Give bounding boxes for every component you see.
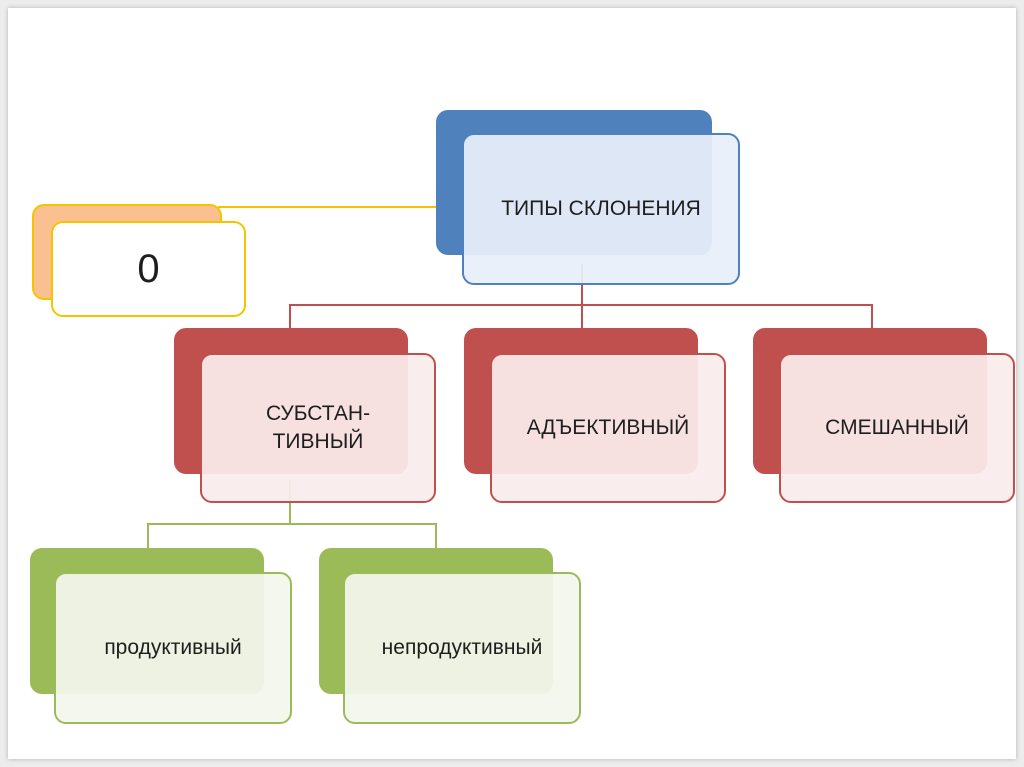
node-mixed-label: СМЕШАННЫЙ <box>825 415 969 439</box>
node-root: ТИПЫ СКЛОНЕНИЯ <box>436 110 748 287</box>
node-zero-label: 0 <box>137 247 160 291</box>
node-productive-label: продуктивный <box>104 635 242 659</box>
node-adjectival: АДЪЕКТИВНЫЙ <box>464 328 728 504</box>
node-unproductive: непродуктивный <box>319 548 585 724</box>
node-unproductive-box: непродуктивный <box>343 572 581 724</box>
node-mixed-box: СМЕШАННЫЙ <box>779 353 1015 503</box>
node-zero: 0 <box>32 204 252 320</box>
node-root-box: ТИПЫ СКЛОНЕНИЯ <box>462 133 740 285</box>
node-zero-box: 0 <box>51 221 246 317</box>
node-substantive: СУБСТАН- ТИВНЫЙ <box>174 328 438 504</box>
node-substantive-box: СУБСТАН- ТИВНЫЙ <box>200 353 436 503</box>
node-productive-box: продуктивный <box>54 572 292 724</box>
node-substantive-label: СУБСТАН- ТИВНЫЙ <box>265 401 371 453</box>
slide: ТИПЫ СКЛОНЕНИЯ 0 СУБСТАН- ТИВНЫЙ АДЪЕКТИ… <box>8 8 1016 759</box>
connector-sub-bar <box>147 523 437 548</box>
node-adjectival-label: АДЪЕКТИВНЫЙ <box>526 415 690 439</box>
node-productive: продуктивный <box>30 548 296 724</box>
node-root-label: ТИПЫ СКЛОНЕНИЯ <box>501 196 701 220</box>
node-adjectival-box: АДЪЕКТИВНЫЙ <box>490 353 726 503</box>
node-mixed: СМЕШАННЫЙ <box>753 328 1016 504</box>
node-unproductive-label: непродуктивный <box>381 635 543 659</box>
